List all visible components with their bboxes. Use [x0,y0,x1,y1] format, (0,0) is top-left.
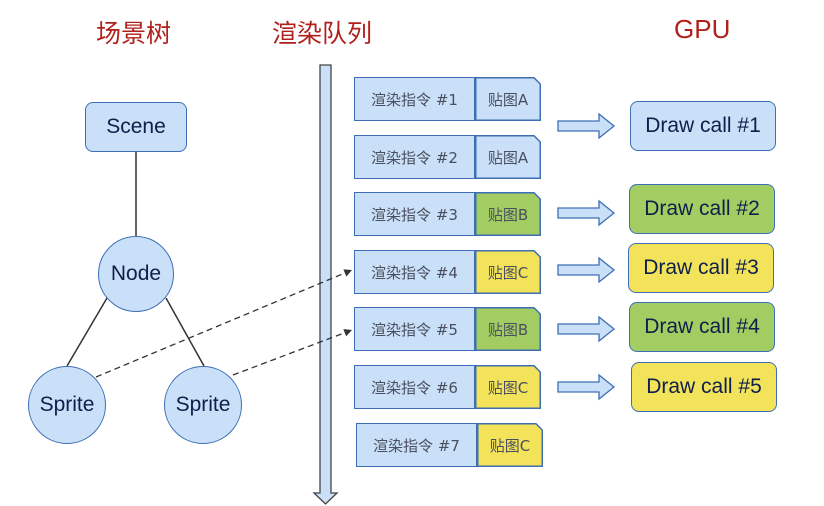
texture-tag-label: 贴图A [487,148,529,167]
render-command: 渲染指令 #7 贴图C [356,423,543,467]
render-command: 渲染指令 #4 贴图C [354,250,541,294]
draw-call-box: Draw call #2 [629,184,775,234]
texture-tag-shape [475,307,541,351]
texture-tag-shape [475,77,541,121]
render-command: 渲染指令 #3 贴图B [354,192,541,236]
texture-tag: 贴图B [475,307,541,351]
node-circle: Node [98,236,174,312]
texture-tag: 贴图A [475,77,541,121]
scene-tree-heading: 场景树 [96,19,172,48]
tree-edge-node-sprite-right [165,297,205,367]
render-command-label: 渲染指令 #6 [354,365,475,409]
texture-tag-shape [475,365,541,409]
block-arrow-right [557,256,616,284]
block-arrow-right [557,112,616,140]
render-command: 渲染指令 #5 贴图B [354,307,541,351]
texture-tag-label: 贴图A [487,90,529,109]
texture-tag-shape [475,192,541,236]
tree-edge-node-sprite-left [66,297,108,367]
sprite-right: Sprite [164,366,242,444]
texture-tag-label: 贴图C [487,378,529,397]
texture-tag-shape [475,250,541,294]
sprite-right-to-command-5 [232,329,353,376]
texture-tag: 贴图B [475,192,541,236]
render-command-label: 渲染指令 #3 [354,192,475,236]
queue-timeline-arrow [312,64,339,505]
render-command: 渲染指令 #1 贴图A [354,77,541,121]
draw-call-box: Draw call #5 [631,362,777,412]
gpu-heading: GPU [674,14,731,44]
texture-tag: 贴图C [477,423,543,467]
sprite-left: Sprite [28,366,106,444]
texture-tag-label: 贴图B [487,205,529,224]
texture-tag: 贴图C [475,365,541,409]
draw-call-box: Draw call #3 [628,243,774,293]
texture-tag-shape [475,135,541,179]
texture-tag: 贴图A [475,135,541,179]
render-command: 渲染指令 #2 贴图A [354,135,541,179]
block-arrow-right [557,373,616,401]
draw-call-box: Draw call #4 [629,302,775,352]
texture-tag-label: 贴图B [487,320,529,339]
render-queue-heading: 渲染队列 [272,19,373,48]
render-command-label: 渲染指令 #1 [354,77,475,121]
render-command-label: 渲染指令 #4 [354,250,475,294]
render-command-label: 渲染指令 #5 [354,307,475,351]
block-arrow-right [557,199,616,227]
scene-node: Scene [85,102,187,152]
sprite-left-to-command-4 [95,269,353,378]
texture-tag: 贴图C [475,250,541,294]
render-command-label: 渲染指令 #2 [354,135,475,179]
block-arrow-right [557,315,616,343]
texture-tag-label: 贴图C [489,436,531,455]
render-command: 渲染指令 #6 贴图C [354,365,541,409]
texture-tag-shape [477,423,543,467]
render-command-label: 渲染指令 #7 [356,423,477,467]
draw-call-box: Draw call #1 [630,101,776,151]
texture-tag-label: 贴图C [487,263,529,282]
